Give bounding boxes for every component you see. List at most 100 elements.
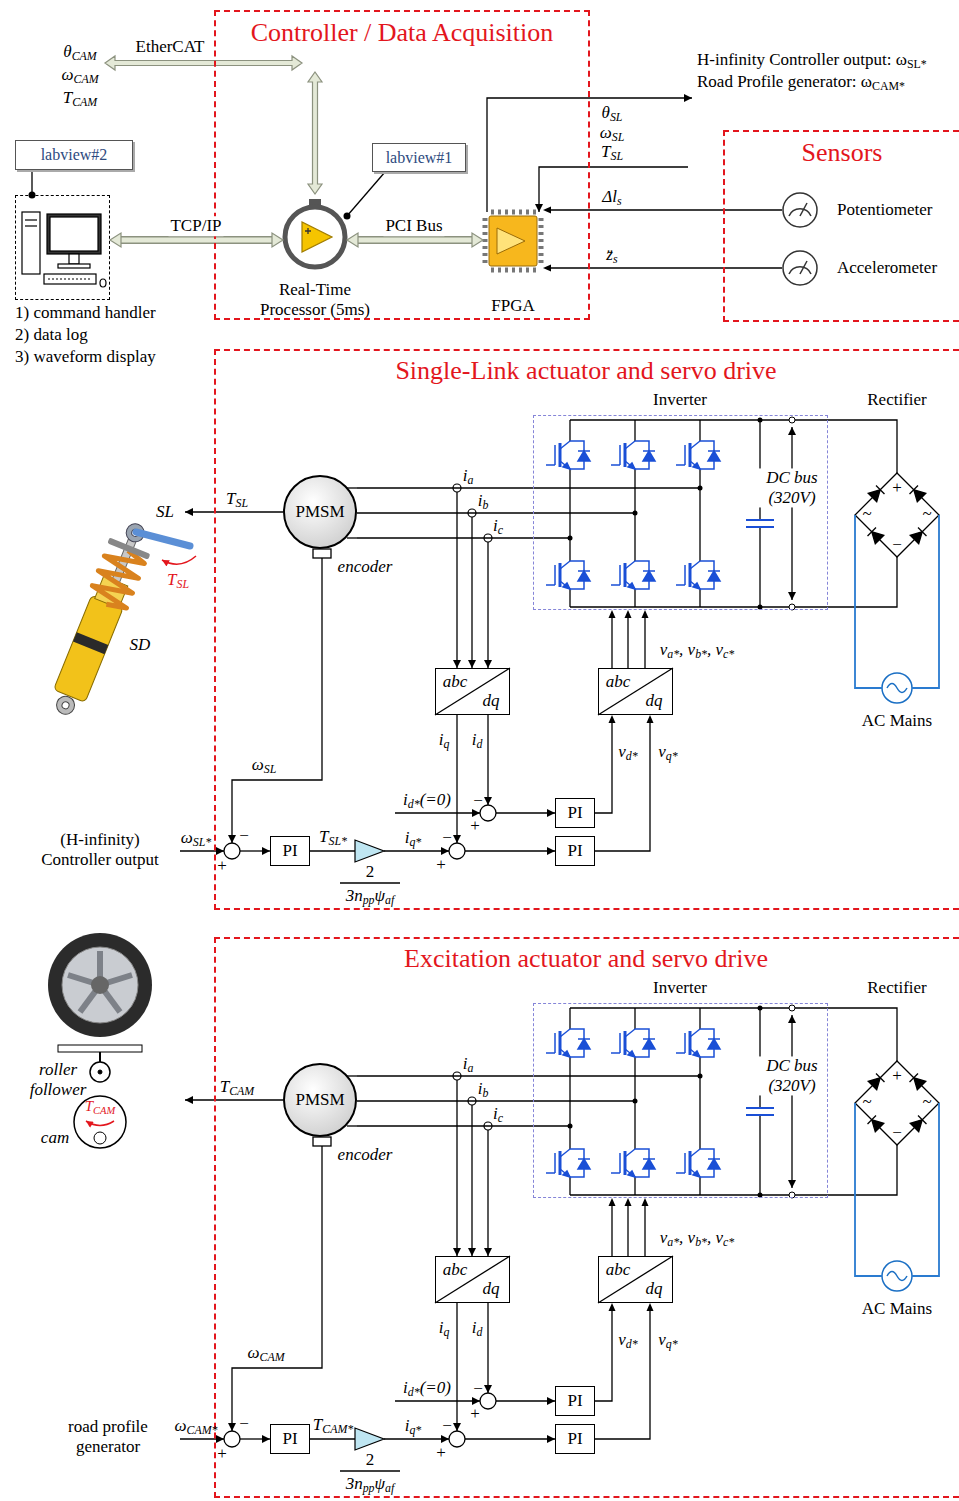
- node-text: abc: [443, 1260, 468, 1280]
- node-text: Inverter: [653, 390, 707, 410]
- computer-icon: [48, 278, 92, 279]
- node-text: dq: [483, 1279, 500, 1299]
- connector-line: [912, 515, 939, 688]
- sensor-symbol: Potentiometer: [782, 192, 818, 228]
- signal-label: −: [239, 826, 249, 846]
- connector-line: [31, 170, 32, 195]
- signal-label: ~: [862, 504, 871, 524]
- signal-label: H-infinity Controller output: ωSL*: [697, 50, 927, 70]
- cam-follower: [99, 1052, 101, 1062]
- node-text: Sensors: [802, 138, 883, 168]
- sensor-symbol: [783, 251, 817, 285]
- connector: [625, 1198, 632, 1256]
- signal-label: TCAM*: [313, 1415, 354, 1435]
- node-text: dq: [646, 1279, 663, 1299]
- node-text: PI: [567, 841, 582, 861]
- connector: [595, 1303, 654, 1439]
- connector-line: [551, 267, 782, 268]
- signal-label: +: [436, 1443, 446, 1463]
- sensor-symbol: [783, 193, 817, 227]
- signal-label: SD: [130, 635, 151, 655]
- connector-line: [828, 420, 897, 473]
- connector: [912, 515, 939, 688]
- signal-label: (H-infinity) Controller output: [25, 830, 175, 869]
- node-text: FPGA: [491, 296, 534, 316]
- signal-label: ωCAM: [61, 65, 98, 85]
- node-text: 1) command handler: [15, 303, 156, 323]
- computer-icon: [44, 274, 96, 284]
- controller-box: PI: [555, 1424, 595, 1454]
- edge-label: TCP/IP: [168, 216, 223, 236]
- wheel-illustration: [91, 976, 109, 994]
- edge-label: vd*: [616, 1330, 639, 1350]
- signal-label: −: [442, 828, 452, 848]
- connector: [855, 1103, 882, 1276]
- connector-line: [551, 209, 782, 210]
- cam-follower: [58, 1045, 142, 1052]
- connector-line: [855, 1103, 882, 1276]
- connector: [357, 1076, 533, 1077]
- realtime-processor-icon: [305, 228, 311, 234]
- connector: [357, 1126, 533, 1127]
- connector: [609, 610, 616, 668]
- region-band: Excitation actuator and servo drivePMSMI…: [214, 937, 959, 1498]
- connector: [543, 207, 782, 214]
- controller-box: PI: [555, 1386, 595, 1416]
- node-text: Real-Time Processor (5ms): [250, 280, 380, 319]
- signal-label: TSL: [226, 489, 248, 509]
- arrowhead: [647, 1303, 654, 1311]
- single-link-arm: [136, 532, 190, 546]
- transform-box: abcdq: [435, 1256, 510, 1303]
- edge-label: Δls: [600, 187, 623, 207]
- node-text: Single-Link actuator and servo drive: [395, 356, 776, 386]
- node-text: PMSM: [295, 502, 344, 522]
- processor-icon: Real-Time Processor (5ms): [283, 205, 347, 269]
- connector: [642, 1198, 649, 1256]
- signal-label: id: [472, 730, 483, 750]
- arrowhead: [347, 233, 358, 247]
- shock-absorber: [73, 632, 108, 654]
- signal-label: TCAM: [220, 1077, 255, 1097]
- signal-label: −: [473, 1379, 483, 1399]
- connector-line: [627, 618, 628, 668]
- edge-label: va*, vb*, vc*: [658, 1228, 737, 1248]
- connector-line: [357, 1075, 533, 1076]
- signal-label: +: [892, 478, 902, 498]
- node-text: DC bus (320V): [759, 468, 825, 507]
- connector: [912, 1103, 939, 1276]
- arrowhead: [543, 207, 551, 214]
- fpga-chip: [491, 268, 537, 273]
- connector-line: [828, 1145, 897, 1195]
- controller-box: PI: [555, 836, 595, 866]
- node-text: 2) data log: [15, 325, 88, 345]
- signal-label: TCAM: [63, 88, 98, 108]
- ac-source: AC Mains: [882, 1261, 912, 1291]
- region-band: SensorsPotentiometerAccelerometer: [723, 130, 959, 322]
- node-text: PI: [282, 1429, 297, 1449]
- connector-line: [644, 1206, 645, 1256]
- motor-circle: PMSM: [283, 1063, 357, 1137]
- node-text: DC bus (320V): [759, 1056, 825, 1095]
- signal-label: +: [470, 1404, 480, 1424]
- signal-label: −: [892, 535, 902, 555]
- signal-label: ~: [922, 1092, 931, 1112]
- signal-label: roller follower: [18, 1060, 98, 1099]
- connector-line: [828, 1008, 897, 1061]
- signal-label: +: [217, 856, 227, 876]
- signal-label: ia: [463, 1054, 474, 1074]
- signal-label: encoder: [338, 1145, 393, 1165]
- wheel-illustration: [62, 947, 138, 1023]
- node-text: Rectifier: [867, 390, 926, 410]
- edge-label: z̈s: [604, 245, 619, 265]
- shock-absorber: [61, 701, 70, 710]
- fpga-chip: [497, 228, 525, 254]
- signal-label: cam: [41, 1128, 69, 1148]
- leader-dot: [344, 213, 351, 220]
- controller-box: PI: [270, 1424, 310, 1454]
- shock-absorber: [54, 595, 124, 702]
- signal-label: −: [442, 1416, 452, 1436]
- computer-icon: [22, 212, 106, 287]
- transform-box: abcdq: [598, 668, 673, 715]
- connector-line: [357, 1100, 533, 1101]
- signal-label: id*(=0): [403, 1378, 451, 1398]
